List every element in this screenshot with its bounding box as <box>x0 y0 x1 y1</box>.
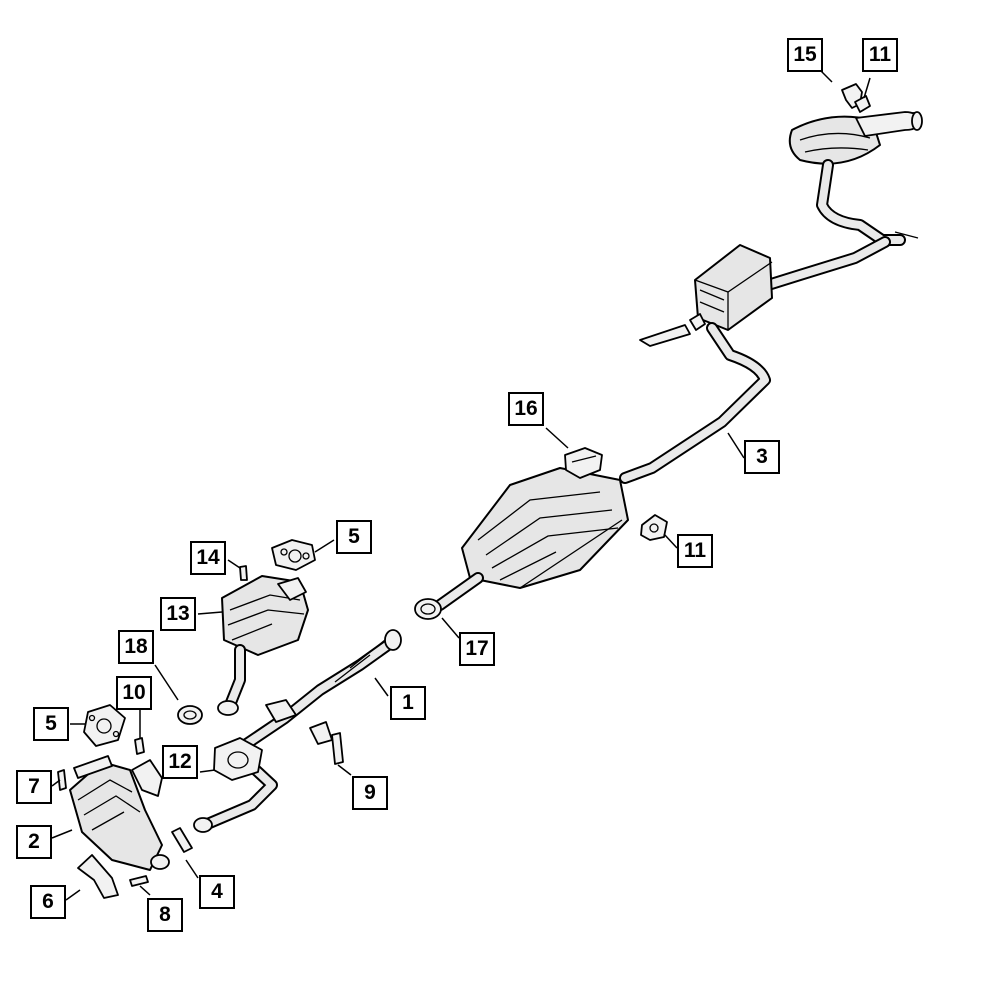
callout-8: 8 <box>147 898 183 932</box>
callout-1: 1 <box>390 686 426 720</box>
callout-3: 3 <box>744 440 780 474</box>
gasket-4 <box>171 827 193 853</box>
callout-15: 15 <box>787 38 823 72</box>
resonator <box>639 244 773 347</box>
callout-14: 14 <box>190 541 226 575</box>
clamp-18 <box>177 705 203 725</box>
bracket-10 <box>131 737 163 797</box>
clamp-17 <box>414 598 442 620</box>
callout-4: 4 <box>199 875 235 909</box>
bolt-9 <box>331 732 344 765</box>
gasket-5-lower <box>83 704 126 747</box>
leader-lines <box>51 67 871 901</box>
rear-connecting-pipe <box>762 159 919 291</box>
catalytic-converter-13 <box>217 575 309 716</box>
callout-11-rear: 11 <box>862 38 898 72</box>
callout-12: 12 <box>162 745 198 779</box>
intermediate-pipe <box>619 322 771 484</box>
center-hanger-bracket <box>564 447 603 479</box>
rear-hanger-insulator <box>841 83 871 113</box>
exhaust-manifold-converter-2 <box>69 755 170 871</box>
heat-shield-6 <box>77 854 119 899</box>
callout-16: 16 <box>508 392 544 426</box>
isolator-11 <box>640 514 668 541</box>
callout-6: 6 <box>30 885 66 919</box>
front-muffler <box>434 467 629 611</box>
callout-9: 9 <box>352 776 388 810</box>
rear-muffler <box>788 111 923 165</box>
callout-17: 17 <box>459 632 495 666</box>
callout-10: 10 <box>116 676 152 710</box>
callout-5-upper: 5 <box>336 520 372 554</box>
gasket-5-upper <box>271 539 316 571</box>
callout-13: 13 <box>160 597 196 631</box>
callout-7: 7 <box>16 770 52 804</box>
callout-11-center: 11 <box>677 534 713 568</box>
callout-18: 18 <box>118 630 154 664</box>
bolt-8 <box>129 875 149 887</box>
stud-14 <box>239 565 248 581</box>
front-pipe-1 <box>193 629 402 833</box>
bolt-7 <box>57 769 67 791</box>
callout-5-lower: 5 <box>33 707 69 741</box>
callout-2: 2 <box>16 825 52 859</box>
flange-12 <box>213 737 263 781</box>
